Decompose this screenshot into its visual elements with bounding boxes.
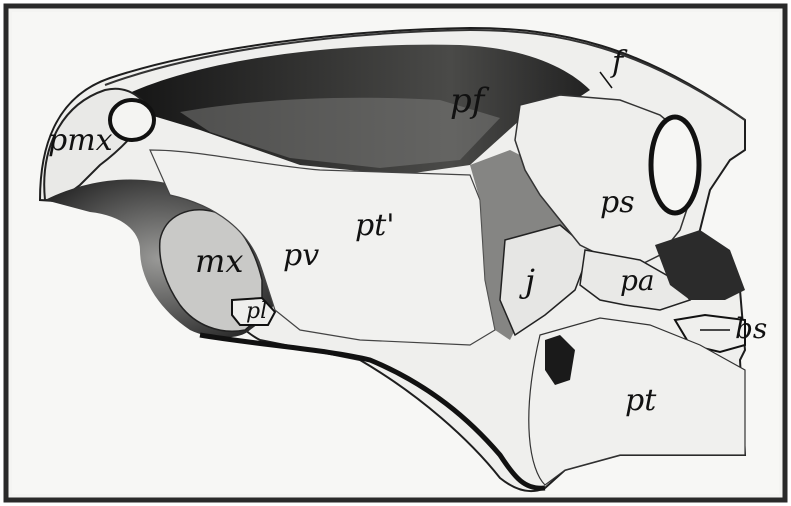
label-mx: mx	[195, 242, 243, 280]
label-pl: pl	[246, 299, 267, 324]
label-ps: ps	[600, 185, 635, 220]
label-bs: bs	[735, 312, 767, 345]
label-pt-prime: pt'	[355, 208, 395, 243]
premaxilla-foramen	[110, 100, 154, 140]
label-pf: pf	[450, 81, 490, 121]
label-pa: pa	[620, 264, 655, 297]
sphenoid-foramen	[651, 117, 699, 213]
label-pt: pt	[625, 383, 657, 418]
label-pv: pv	[283, 238, 319, 273]
label-pmx: pmx	[48, 123, 113, 158]
